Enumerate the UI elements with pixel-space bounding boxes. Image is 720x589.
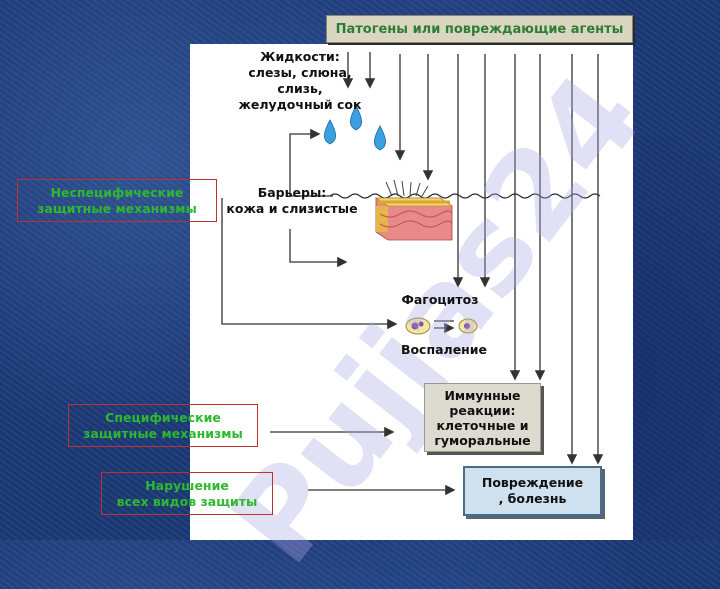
phagocyte-cells-icon (405, 317, 478, 335)
nonspecific-defense-label: Неспецифические защитные механизмы (17, 179, 217, 222)
immune-reactions-box: Иммунные реакции: клеточные и гуморальны… (424, 383, 541, 452)
immune-line3: клеточные и (436, 417, 529, 433)
immune-line4: гуморальные (434, 432, 531, 448)
immune-line1: Иммунные (444, 387, 521, 403)
pathogens-header-label: Патогены или повреждающие агенты (335, 21, 624, 37)
fluids-line2: слезы, слюна, (248, 65, 352, 80)
disruption-line2: всех видов защиты (116, 493, 258, 509)
inflammation-label: Воспаление (400, 342, 488, 357)
phagocytosis-label: Фагоцитоз (401, 292, 479, 307)
fluids-line4: желудочный сок (238, 97, 362, 112)
flow-arrows (221, 52, 604, 496)
fluids-line3: слизь, (277, 81, 323, 96)
nonspecific-line2: защитные механизмы (37, 200, 197, 216)
damage-line2: , болезнь (498, 491, 567, 506)
diagram-panel (190, 44, 633, 540)
disruption-line1: Нарушение (145, 477, 229, 493)
specific-defense-label: Специфические защитные механизмы (68, 404, 258, 447)
skin-barrier-icon (374, 179, 454, 241)
fluids-label: Жидкости: слезы, слюна, слизь, желудочны… (230, 49, 370, 113)
damage-disease-box: Повреждение , болезнь (463, 466, 602, 516)
specific-line1: Специфические (105, 409, 221, 425)
fluids-line1: Жидкости: (260, 49, 340, 64)
barriers-line2: кожа и слизистые (226, 201, 358, 216)
immune-line2: реакции: (449, 402, 516, 418)
damage-line1: Повреждение (481, 475, 584, 490)
nonspecific-line1: Неспецифические (50, 184, 184, 200)
fluid-droplets-icon (323, 105, 387, 151)
barriers-line1: Барьеры: (257, 185, 327, 200)
specific-line2: защитные механизмы (83, 425, 243, 441)
pathogens-header: Патогены или повреждающие агенты (326, 15, 633, 43)
defense-disruption-label: Нарушение всех видов защиты (101, 472, 273, 515)
barriers-label: Барьеры: кожа и слизистые (222, 185, 362, 217)
